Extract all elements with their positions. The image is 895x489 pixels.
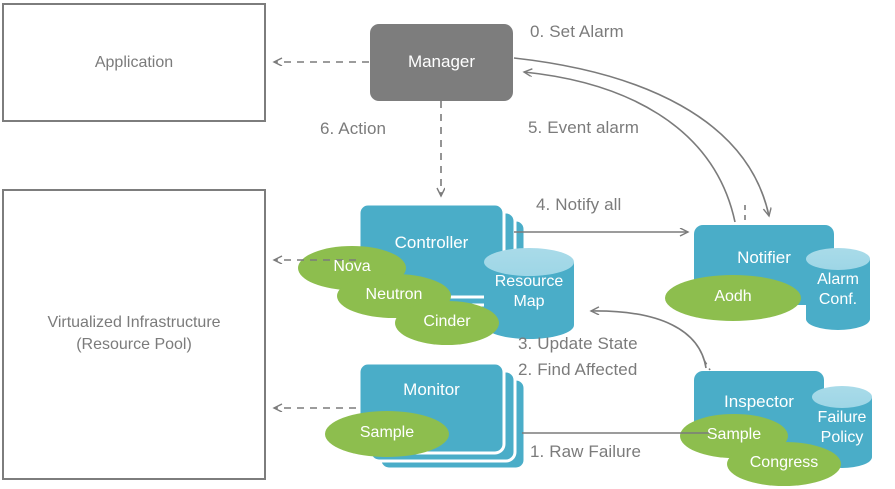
tag-aodh-label: Aodh <box>714 288 752 305</box>
inspector-label: Inspector <box>724 392 794 411</box>
alarm-conf-label-line2: Conf. <box>818 291 858 308</box>
notifier-label: Notifier <box>737 248 791 267</box>
alarm-conf-cylinder-shape <box>806 248 870 330</box>
tag-congress-shape <box>727 442 841 486</box>
failure-policy-label-line1: Failure <box>817 409 867 426</box>
resource-map-label: Resource Map <box>484 272 574 312</box>
connector-0-set-alarm <box>513 57 769 216</box>
manager-label: Manager <box>407 52 476 71</box>
virtualized-infrastructure-box-shape <box>2 189 266 480</box>
tag-aodh-shape <box>665 275 801 321</box>
virtualized-infrastructure-label: Virtualized Infrastructure (Resource Poo… <box>3 312 265 356</box>
failure-policy-label-line2: Policy <box>820 429 864 446</box>
virtualized-infrastructure-label-line1: Virtualized Infrastructure <box>47 314 221 331</box>
alarm-conf-label: Alarm Conf. <box>806 270 870 310</box>
flow-4-notify-all-label: 4. Notify all <box>536 195 622 214</box>
failure-policy-label: Failure Policy <box>812 408 872 448</box>
resource-map-label-line1: Resource <box>494 273 564 290</box>
connector-2-3-inspector-to-resource-map <box>591 311 707 369</box>
flow-1-raw-failure-label: 1. Raw Failure <box>530 442 641 461</box>
manager-box-shape <box>370 24 513 101</box>
application-box-shape <box>2 3 266 122</box>
flow-6-action-label: 6. Action <box>320 119 387 138</box>
tag-nova-label: Nova <box>333 258 371 275</box>
tag-sample-monitor-label: Sample <box>359 424 415 441</box>
monitor-label: Monitor <box>403 380 460 399</box>
connector-inspector-stub <box>703 359 711 371</box>
virtualized-infrastructure-label-line2: (Resource Pool) <box>76 336 192 353</box>
tag-neutron-label: Neutron <box>365 286 423 303</box>
tag-congress-label: Congress <box>749 454 819 471</box>
flow-0-set-alarm-label: 0. Set Alarm <box>530 22 624 41</box>
tag-sample-inspector-label: Sample <box>706 426 762 443</box>
resource-map-cylinder-shape <box>484 248 574 339</box>
tag-cinder-shape <box>395 301 499 345</box>
tag-sample-monitor-shape <box>325 411 449 457</box>
flow-3-update-state-label: 3. Update State <box>518 334 638 353</box>
resource-map-label-line2: Map <box>513 293 545 310</box>
alarm-conf-label-line1: Alarm <box>817 271 859 288</box>
flow-2-find-affected-label: 2. Find Affected <box>518 360 638 379</box>
connector-5-event-alarm <box>524 72 736 223</box>
controller-label: Controller <box>394 233 469 252</box>
tag-cinder-label: Cinder <box>423 313 471 330</box>
flow-5-event-alarm-label: 5. Event alarm <box>528 118 640 137</box>
application-label: Application <box>94 54 174 71</box>
